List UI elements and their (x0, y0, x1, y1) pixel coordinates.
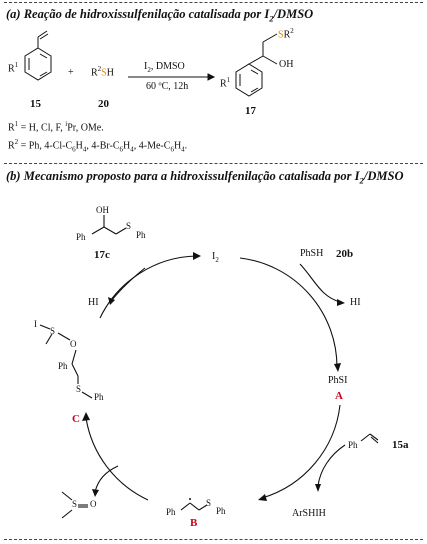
r1-label-product: R1 (220, 76, 231, 90)
c-sulfur: S (50, 326, 56, 336)
17c-s: S (126, 221, 132, 231)
hi-arrow-left (111, 267, 146, 301)
top-divider (4, 2, 423, 3)
styrene-ring (24, 47, 52, 81)
dmso-s: S (72, 499, 78, 509)
intermediate-label-c: C (72, 413, 80, 425)
cycle-arc-top-left (99, 255, 197, 319)
middle-divider (4, 163, 423, 164)
radical-dot-b (189, 498, 191, 500)
intermediate-label-a: A (335, 390, 343, 402)
compound-label-15a: 15a (392, 439, 409, 451)
b-s: S (206, 498, 212, 508)
dmso-arrow (94, 465, 119, 493)
compound-label-20b: 20b (336, 248, 354, 260)
b-ph2: Ph (216, 506, 226, 516)
compound-label-20: 20 (98, 98, 109, 110)
bottom-divider (4, 539, 423, 540)
cycle-arc-bottom-right (261, 404, 341, 499)
product-oh: OH (279, 59, 294, 70)
condition-top: I2, DMSO (144, 61, 185, 74)
thiophenol: PhSH (300, 248, 324, 259)
cycle-arc-right (239, 257, 338, 369)
product-sr2: SR2 (278, 27, 294, 41)
arshih-byproduct: ArSHIH (292, 508, 326, 519)
hi-left: HI (88, 297, 99, 308)
hi-byproduct-right: HI (350, 297, 361, 308)
product-ring (235, 63, 263, 97)
styrene-ph: Ph (348, 440, 358, 450)
c-s2: S (76, 384, 82, 394)
dmso-o: O (90, 499, 97, 509)
c-ph: Ph (58, 361, 68, 371)
intermediate-phsi: PhSI (328, 375, 348, 386)
17c-oh: OH (96, 205, 109, 215)
c-oxygen: O (70, 339, 77, 349)
r2-definition: R2 = Ph, 4-Cl-C6H4, 4-Br-C6H4, 4-Me-C6H4… (8, 138, 188, 154)
iodine-catalyst: I2 (212, 251, 219, 264)
c-iodine: I (34, 319, 37, 329)
r1-definition: R1 = H, Cl, F, iPr, OMe. (8, 120, 104, 134)
part-b-heading: (b) Mecanismo proposto para a hidroxissu… (6, 169, 404, 186)
plus-sign: + (68, 67, 74, 78)
thiol-reagent: R2SH (91, 65, 114, 79)
styrene-add-arrow (317, 444, 346, 487)
condition-bottom: 60 ºC, 12h (146, 81, 189, 92)
intermediate-label-b: B (190, 517, 198, 529)
r1-label-styrene: R1 (8, 61, 19, 75)
compound-label-15: 15 (30, 98, 41, 110)
part-a-heading: (a) Reação de hidroxissulfenilação catal… (6, 7, 314, 24)
17c-ph2: Ph (136, 230, 146, 240)
compound-label-17c: 17c (94, 249, 110, 261)
compound-label-17: 17 (245, 105, 256, 117)
c-ph2: Ph (94, 392, 104, 402)
17c-ph: Ph (76, 232, 86, 242)
b-ph: Ph (166, 507, 176, 517)
hi-release-arrow-right (299, 263, 341, 303)
cycle-arc-bottom-left (85, 417, 149, 501)
